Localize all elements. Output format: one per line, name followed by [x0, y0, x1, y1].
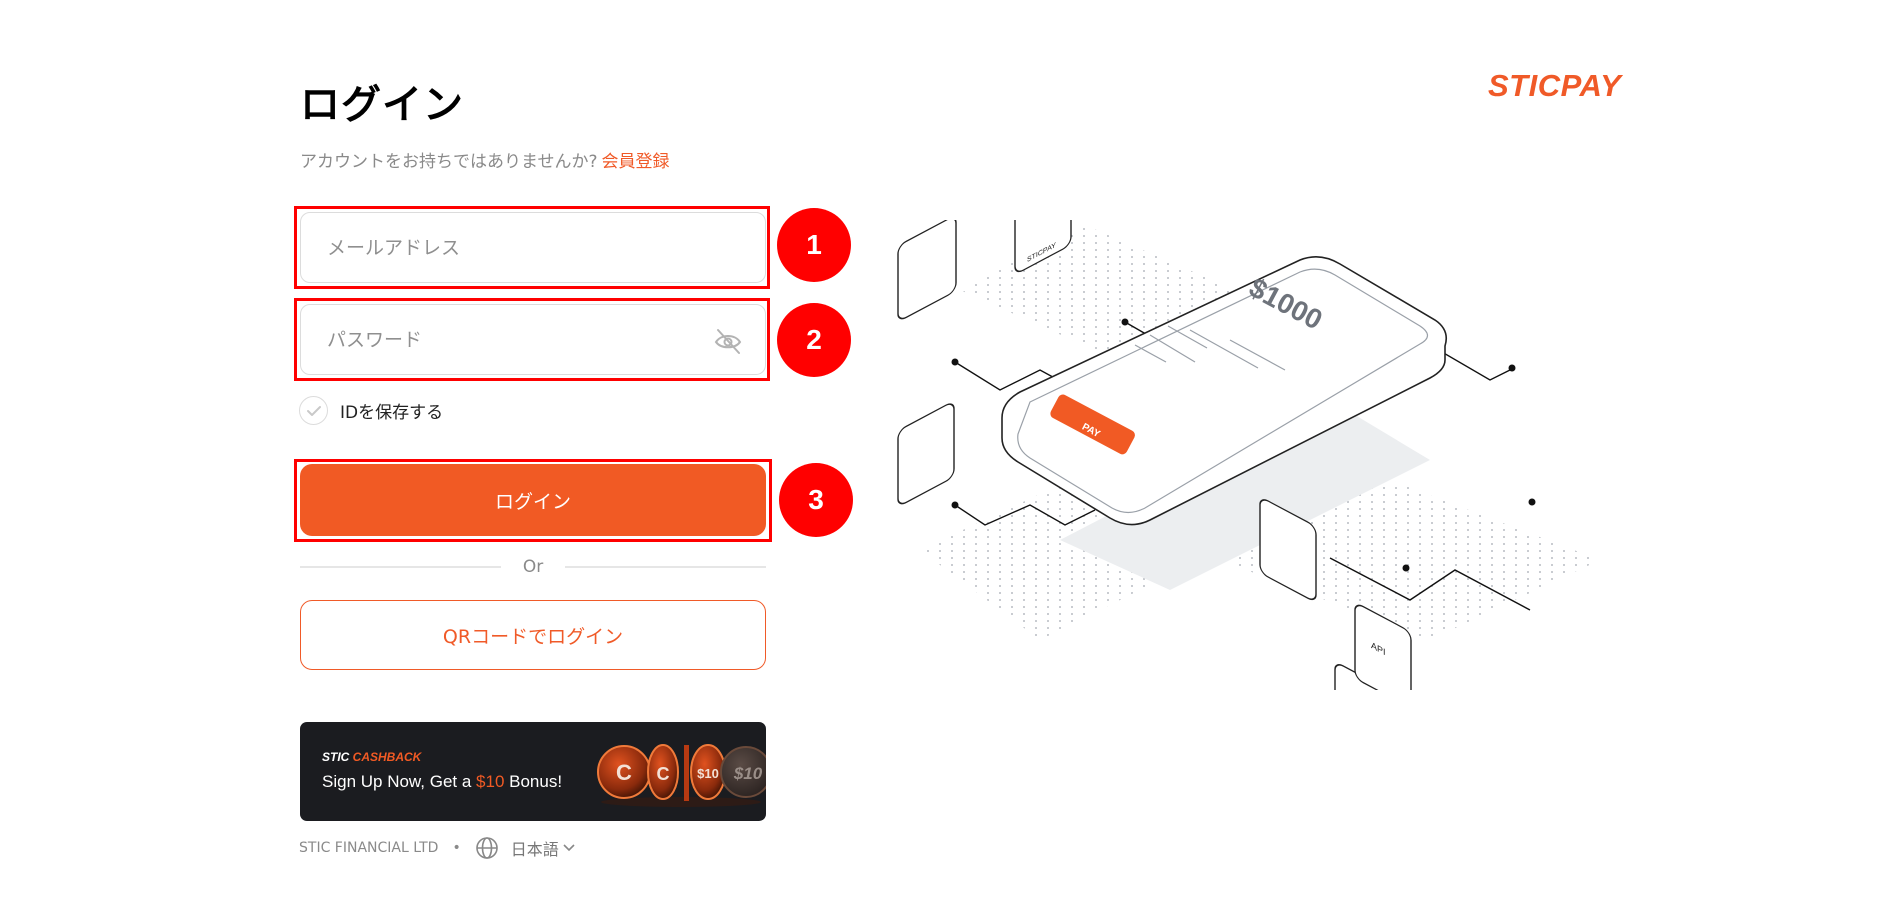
or-divider: Or: [300, 556, 766, 578]
qr-login-button[interactable]: QRコードでログイン: [300, 600, 766, 670]
language-label: 日本語: [510, 840, 559, 859]
annotation-box-2: [294, 298, 770, 381]
login-button[interactable]: ログイン: [300, 464, 766, 536]
annotation-marker-2: 2: [777, 303, 851, 377]
check-icon: [306, 405, 321, 416]
footer: STIC FINANCIAL LTD • 日本語: [299, 836, 576, 860]
cashback-promo-banner[interactable]: STIC CASHBACK Sign Up Now, Get a $10 Bon…: [300, 722, 766, 821]
promo-headline: Sign Up Now, Get a $10 Bonus!: [322, 772, 562, 792]
chevron-down-icon: [563, 844, 575, 852]
annotation-marker-1: 1: [777, 208, 851, 282]
language-selector[interactable]: 日本語: [511, 836, 576, 860]
svg-text:$10: $10: [733, 764, 763, 783]
svg-text:C: C: [657, 764, 670, 784]
svg-text:C: C: [616, 760, 632, 785]
page-title: ログイン: [300, 82, 464, 128]
brand-prefix: STIC: [322, 750, 353, 764]
checkbox-circle[interactable]: [299, 396, 328, 425]
remember-id-label: IDを保存する: [340, 403, 444, 423]
divider-label: Or: [522, 557, 544, 577]
annotation-box-1: [294, 206, 770, 289]
globe-icon[interactable]: [475, 836, 499, 860]
headline-amount: $10: [476, 772, 505, 791]
email-input[interactable]: [327, 213, 765, 282]
eye-off-icon[interactable]: [713, 327, 743, 355]
headline-post: Bonus!: [504, 772, 563, 791]
divider-line-right: [565, 566, 766, 568]
sticpay-logo[interactable]: STICPAY: [1488, 68, 1622, 103]
svg-text:$10: $10: [697, 766, 719, 781]
brand-suffix: CASHBACK: [352, 750, 422, 764]
password-field[interactable]: [300, 304, 766, 375]
signup-prompt-text: アカウントをお持ちではありませんか?: [300, 152, 598, 172]
footer-separator: •: [452, 840, 461, 856]
signup-prompt: アカウントをお持ちではありませんか?会員登録: [300, 147, 670, 172]
password-input[interactable]: [327, 305, 765, 374]
divider-line-left: [300, 566, 501, 568]
coins-icon: C C $10 $10: [597, 744, 766, 807]
annotation-box-3: [294, 459, 772, 542]
remember-id-checkbox[interactable]: IDを保存する: [299, 396, 443, 425]
headline-pre: Sign Up Now, Get a: [322, 772, 477, 791]
phone-payment-illustration: PAY $1000 STICPAY API: [897, 220, 1600, 690]
email-field[interactable]: [300, 212, 766, 283]
signup-link[interactable]: 会員登録: [601, 152, 670, 172]
annotation-marker-3: 3: [779, 463, 853, 537]
cashback-brand: STIC CASHBACK: [322, 750, 421, 764]
company-name: STIC FINANCIAL LTD: [299, 840, 439, 856]
